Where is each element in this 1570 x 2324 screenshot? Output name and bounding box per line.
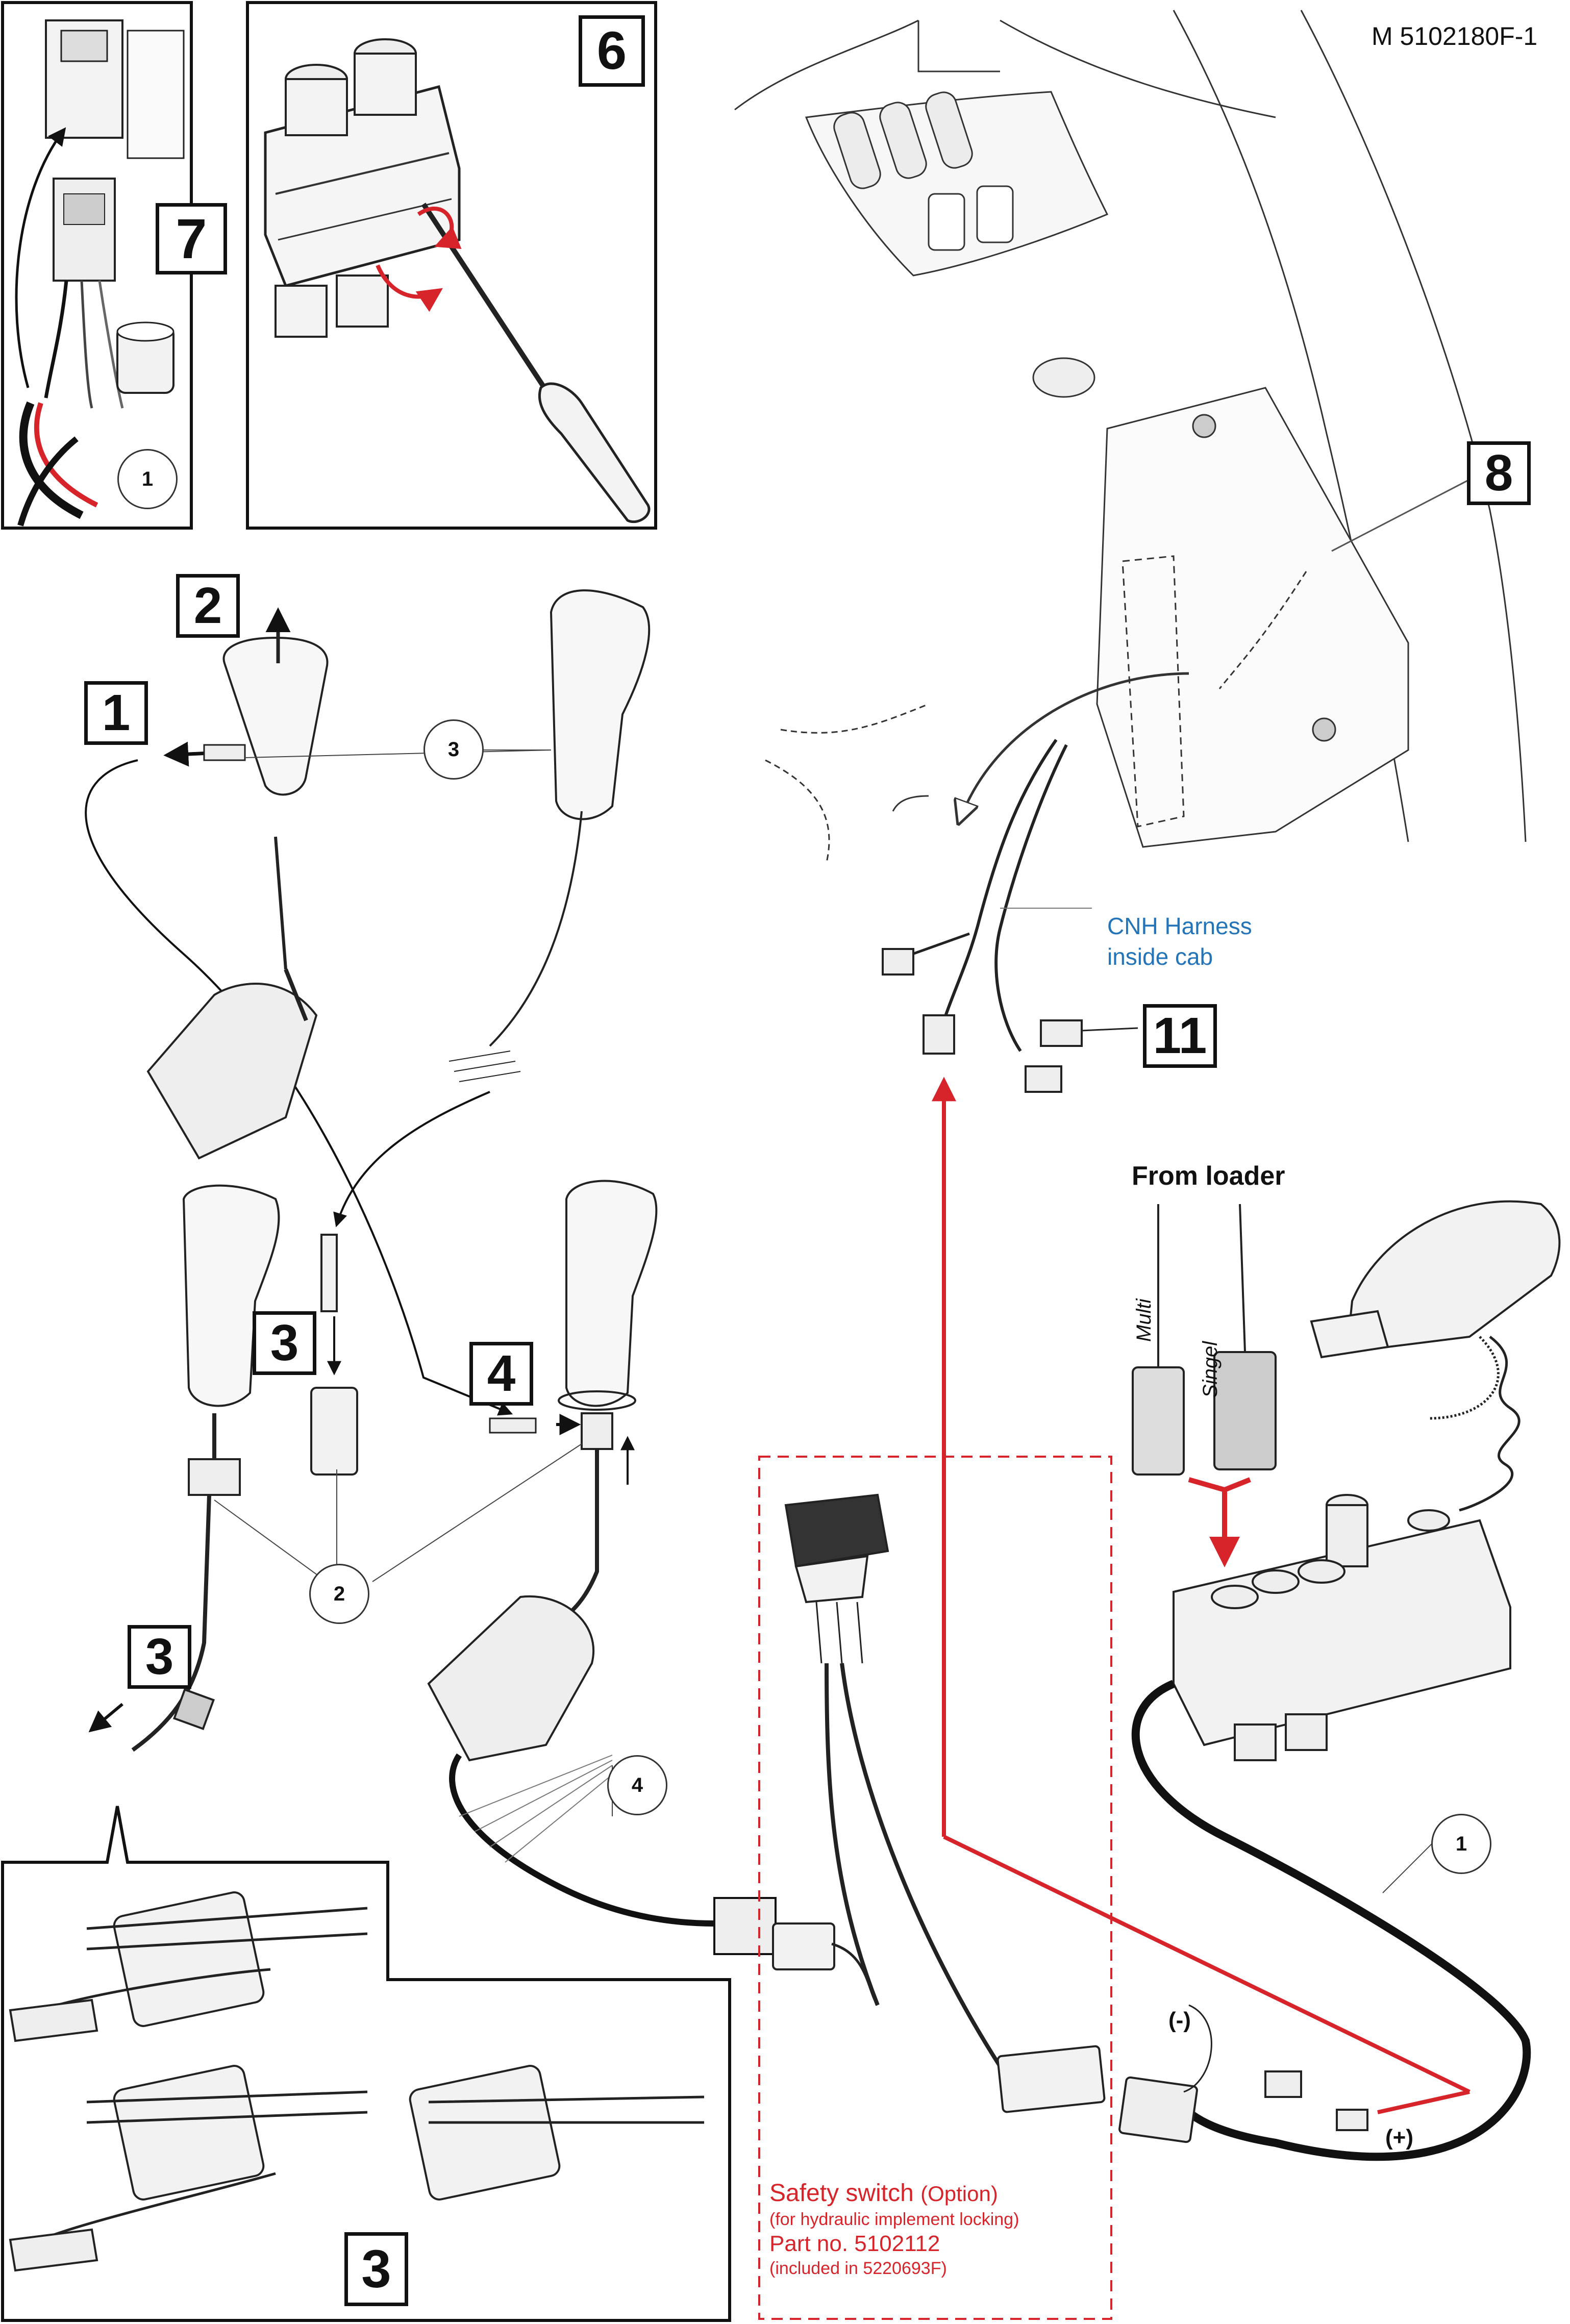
safety-switch-part-no: Part no. 5102112 [769, 2231, 940, 2256]
step-2-handle [222, 607, 329, 970]
step-7-box: 7 [156, 203, 227, 274]
safety-switch-caption: Safety switch (Option) (for hydraulic im… [769, 2179, 1019, 2279]
callout-4-wires: 4 [607, 1755, 667, 1815]
from-loader-title: From loader [1132, 1161, 1285, 1191]
step-3-box-bottom: 3 [344, 2232, 408, 2306]
positive-polarity: (+) [1385, 2125, 1413, 2150]
hollow-arrow [959, 672, 1189, 821]
cnh-harness [882, 739, 1138, 1093]
cnh-harness-label: CNH Harness inside cab [1107, 911, 1252, 972]
cnh-harness-line1: CNH Harness [1107, 913, 1252, 939]
step-3-box-low: 3 [128, 1625, 191, 1689]
inset-wiring-frame [1, 1806, 731, 2322]
boot-upper [146, 968, 318, 1160]
step-1-box: 1 [84, 681, 148, 745]
handle-right [427, 1180, 658, 1762]
cnh-harness-line2: inside cab [1107, 943, 1213, 970]
multi-label: Multi [1133, 1298, 1155, 1342]
safety-switch-included: (included in 5220693F) [769, 2259, 947, 2278]
handle-3 [448, 589, 651, 1082]
step-3-box-mid: 3 [253, 1311, 316, 1375]
safety-switch-box [758, 1456, 1112, 2320]
loader-valve [1132, 1200, 1561, 1761]
callout-2-sleeves: 2 [309, 1564, 369, 1624]
safety-switch-purpose: (for hydraulic implement locking) [769, 2210, 1019, 2229]
inset-valve-frame [246, 1, 657, 530]
callout-3-handle: 3 [423, 719, 484, 780]
negative-polarity: (-) [1168, 2008, 1191, 2033]
safety-switch-title: Safety switch [769, 2180, 914, 2207]
callout-1-cable: 1 [1431, 1814, 1491, 1874]
cab-interior [734, 10, 1527, 863]
document-id: M 5102180F-1 [1372, 22, 1538, 51]
step-11-box: 11 [1143, 1004, 1217, 1068]
safety-switch [772, 1493, 1106, 2113]
step-2-box: 2 [176, 574, 240, 638]
callout-1-inset: 1 [117, 449, 178, 509]
step-8-box: 8 [1467, 441, 1531, 505]
handle-left [131, 1184, 280, 1752]
step-4-box: 4 [469, 1342, 533, 1406]
singel-label: Singel [1199, 1341, 1222, 1398]
loader-cable [1131, 1680, 1531, 2161]
step-6-box: 6 [579, 15, 645, 87]
safety-switch-option: (Option) [920, 2182, 998, 2206]
